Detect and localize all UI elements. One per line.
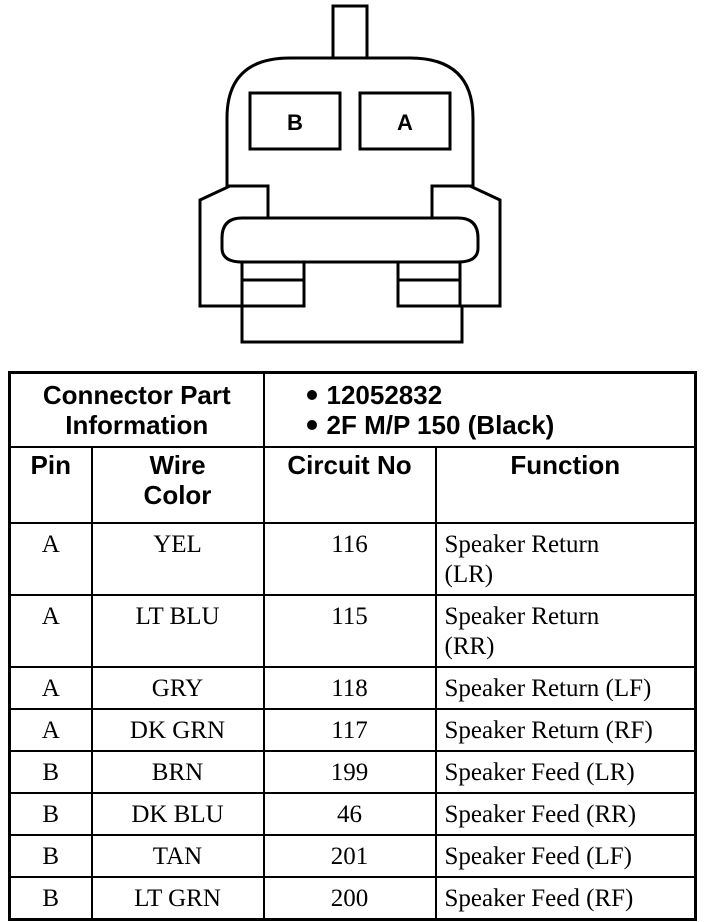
function-line1: Speaker Feed (LR) (444, 759, 635, 786)
header-circuit-no: Circuit No (262, 446, 437, 524)
part-info-label: Connector Part Information (8, 371, 265, 448)
header-wire-color-line1: Wire (149, 450, 206, 480)
wire-color-cell: LT GRN (90, 876, 265, 921)
wire-color-cell: DK GRN (90, 708, 265, 752)
circuit-no-cell: 46 (262, 792, 437, 836)
circuit-no-cell: 116 (262, 522, 437, 596)
header-wire-color: Wire Color (90, 446, 265, 524)
bullet-icon (306, 420, 317, 430)
pin-cell: A (8, 522, 93, 596)
header-wire-color-line2: Color (143, 480, 212, 510)
function-cell: Speaker Return (LR) (434, 522, 697, 596)
function-line1: Speaker Return (444, 603, 600, 630)
connector-description-text: 2F M/P 150 (Black) (326, 410, 555, 440)
function-cell: Speaker Feed (LR) (434, 750, 697, 794)
connector-housing (225, 56, 475, 218)
part-number-text: 12052832 (326, 380, 443, 410)
circuit-no-cell: 118 (262, 666, 437, 710)
function-line1: Speaker Return (444, 531, 600, 558)
connector-face-diagram: B A (0, 0, 704, 360)
function-line1: Speaker Feed (RF) (444, 885, 634, 912)
wire-color-cell: YEL (90, 522, 265, 596)
circuit-no-cell: 199 (262, 750, 437, 794)
function-line1: Speaker Return (LF) (444, 675, 652, 702)
bullet-icon (306, 390, 317, 400)
pin-cell: B (8, 750, 93, 794)
function-cell: Speaker Return (LF) (434, 666, 697, 710)
function-line2: (LR) (444, 561, 494, 588)
pin-cell: A (8, 594, 93, 668)
part-info-row: Connector Part Information 12052832 2F M… (8, 371, 697, 448)
connector-pinout-table: Connector Part Information 12052832 2F M… (8, 371, 697, 921)
column-header-row: Pin Wire Color Circuit No Function (8, 446, 697, 524)
function-line1: Speaker Feed (RR) (444, 801, 637, 828)
function-line1: Speaker Feed (LF) (444, 843, 632, 870)
pin-cell: A (8, 708, 93, 752)
function-cell: Speaker Return (RR) (434, 594, 697, 668)
function-cell: Speaker Feed (RF) (434, 876, 697, 921)
wire-color-cell: DK BLU (90, 792, 265, 836)
part-info-values: 12052832 2F M/P 150 (Black) (262, 371, 697, 448)
cavity-a (358, 91, 452, 151)
circuit-no-cell: 115 (262, 594, 437, 668)
part-info-label-line2: Information (65, 410, 209, 440)
header-pin: Pin (8, 446, 93, 524)
cavity-a-label: A (397, 110, 413, 135)
header-function: Function (434, 446, 697, 524)
pin-cell: B (8, 792, 93, 836)
connector-drawing: B A (198, 4, 502, 344)
wire-color-cell: LT BLU (90, 594, 265, 668)
connector-description: 2F M/P 150 (Black) (306, 410, 695, 440)
pin-cell: B (8, 876, 93, 921)
connector-latch (220, 216, 480, 264)
pin-cell: A (8, 666, 93, 710)
circuit-no-cell: 200 (262, 876, 437, 921)
part-number: 12052832 (306, 380, 695, 410)
function-cell: Speaker Feed (RR) (434, 792, 697, 836)
wire-color-cell: TAN (90, 834, 265, 878)
function-cell: Speaker Feed (LF) (434, 834, 697, 878)
function-cell: Speaker Return (RF) (434, 708, 697, 752)
connector-slot-left (240, 260, 306, 308)
function-line1: Speaker Return (RF) (444, 717, 653, 744)
connector-skirt (198, 184, 502, 344)
circuit-no-cell: 201 (262, 834, 437, 878)
cavity-b (248, 91, 342, 151)
wire-color-cell: GRY (90, 666, 265, 710)
connector-locking-tab (331, 4, 369, 60)
pin-cell: B (8, 834, 93, 878)
function-line2: (RR) (444, 633, 495, 660)
cavity-b-label: B (287, 110, 303, 135)
wire-color-cell: BRN (90, 750, 265, 794)
part-info-label-line1: Connector Part (42, 380, 231, 410)
connector-slot-right (396, 260, 462, 308)
circuit-no-cell: 117 (262, 708, 437, 752)
